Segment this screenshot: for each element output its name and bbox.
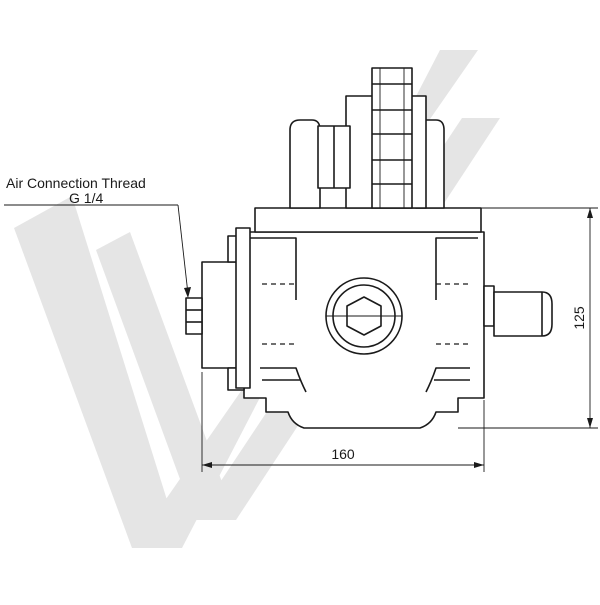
width-dimension: 160 <box>201 372 485 472</box>
callout-label-line1: Air Connection Thread <box>6 175 146 191</box>
width-dimension-value: 160 <box>331 446 355 462</box>
height-dimension-value: 125 <box>571 306 587 330</box>
knob-assembly <box>289 67 445 209</box>
air-connection-block <box>185 227 251 391</box>
height-dimension: 125 <box>458 207 598 429</box>
right-fitting <box>483 285 553 337</box>
callout-label-line2: G 1/4 <box>69 190 103 206</box>
center-bolt <box>325 277 403 355</box>
air-connection-callout: Air Connection Thread G 1/4 <box>4 175 191 298</box>
